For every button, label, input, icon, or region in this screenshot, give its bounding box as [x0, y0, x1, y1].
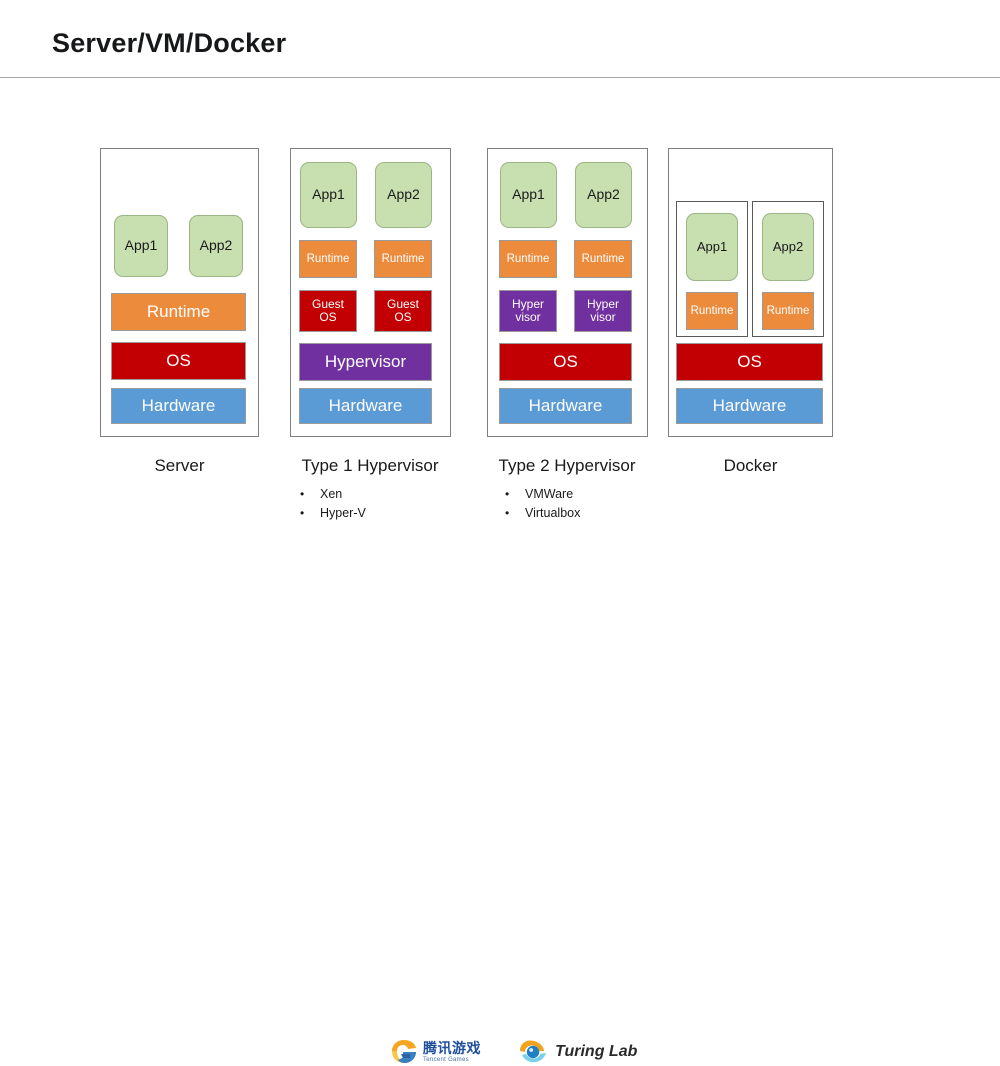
type2-hypervisor2-line1: Hyper	[586, 296, 619, 311]
server-app2-label: App2	[199, 237, 233, 254]
server-app2-block[interactable]: App2	[189, 215, 243, 277]
docker-hardware-label: Hardware	[712, 396, 787, 416]
list-item: • Xen	[300, 485, 366, 504]
server-os-label: OS	[166, 351, 191, 371]
tencent-penguin-icon	[392, 1040, 416, 1063]
type1-app2-label: App2	[387, 186, 420, 203]
type2-hypervisor1-line2: visor	[515, 310, 541, 324]
type1-hardware-label: Hardware	[328, 396, 403, 416]
type2-app2-label: App2	[587, 186, 620, 203]
type1-bullet-list: • Xen • Hyper-V	[300, 485, 366, 523]
list-item: • VMWare	[505, 485, 580, 504]
type2-os-block[interactable]: OS	[499, 343, 632, 381]
type1-guest-os1-line2: OS	[319, 310, 337, 324]
type1-guest-os2-line2: OS	[394, 310, 412, 324]
server-hardware-label: Hardware	[141, 396, 216, 416]
server-runtime-label: Runtime	[146, 302, 211, 322]
caption-server: Server	[154, 456, 205, 475]
tencent-name-en: Tencent Games	[423, 1056, 469, 1063]
footer-logos: 腾讯游戏 Tencent Games Turing Lab	[0, 518, 1000, 1063]
type2-hypervisor1-block[interactable]: Hyper visor	[499, 290, 557, 332]
server-app1-block[interactable]: App1	[114, 215, 168, 277]
server-app1-label: App1	[124, 237, 158, 254]
docker-os-label: OS	[737, 352, 762, 372]
type2-runtime2-label: Runtime	[581, 252, 625, 265]
header-divider	[0, 77, 1000, 78]
type2-os-label: OS	[553, 352, 578, 372]
type2-runtime2-block[interactable]: Runtime	[574, 240, 632, 278]
docker-app2-label: App2	[772, 238, 804, 254]
type1-hypervisor-block[interactable]: Hypervisor	[299, 343, 432, 381]
type2-runtime1-block[interactable]: Runtime	[499, 240, 557, 278]
type1-runtime2-block[interactable]: Runtime	[374, 240, 432, 278]
type1-runtime1-block[interactable]: Runtime	[299, 240, 357, 278]
turing-name: Turing Lab	[555, 1043, 638, 1060]
server-hardware-block[interactable]: Hardware	[111, 388, 246, 424]
type1-hypervisor-label: Hypervisor	[324, 352, 407, 372]
caption-type1-hypervisor: Type 1 Hypervisor	[301, 456, 439, 475]
type2-bullet-1: VMWare	[525, 487, 574, 501]
type1-guest-os1-block[interactable]: Guest OS	[299, 290, 357, 332]
docker-runtime2-block[interactable]: Runtime	[762, 292, 814, 330]
bullet-marker-icon: •	[505, 487, 510, 501]
type2-bullet-2: Virtualbox	[525, 506, 581, 520]
type2-app2-block[interactable]: App2	[575, 162, 632, 228]
type1-runtime2-label: Runtime	[381, 252, 425, 265]
type2-hardware-label: Hardware	[528, 396, 603, 416]
type1-bullet-2: Hyper-V	[320, 506, 366, 520]
turing-lab-logo: Turing Lab	[518, 1038, 637, 1066]
server-os-block[interactable]: OS	[111, 342, 246, 380]
type2-hypervisor1-line1: Hyper	[511, 296, 544, 311]
type2-hypervisor2-line2: visor	[590, 310, 616, 324]
type2-hypervisor2-block[interactable]: Hyper visor	[574, 290, 632, 332]
type2-runtime1-label: Runtime	[506, 252, 550, 265]
bullet-marker-icon: •	[300, 506, 305, 520]
list-item: • Hyper-V	[300, 504, 366, 523]
type1-hardware-block[interactable]: Hardware	[299, 388, 432, 424]
type2-bullet-list: • VMWare • Virtualbox	[505, 485, 580, 523]
turing-eye-icon	[520, 1040, 546, 1063]
type1-guest-os2-block[interactable]: Guest OS	[374, 290, 432, 332]
architecture-diagram: App1 App2 Runtime OS Hardware Server App…	[100, 148, 833, 523]
page-title: Server/VM/Docker	[52, 28, 287, 58]
docker-app1-block[interactable]: App1	[686, 213, 738, 281]
type1-guest-os2-line1: Guest	[386, 296, 419, 311]
type1-guest-os1-line1: Guest	[311, 296, 344, 311]
docker-os-block[interactable]: OS	[676, 343, 823, 381]
caption-type2-hypervisor: Type 2 Hypervisor	[498, 456, 636, 475]
list-item: • Virtualbox	[505, 504, 580, 523]
bullet-marker-icon: •	[505, 506, 510, 520]
type1-runtime1-label: Runtime	[306, 252, 350, 265]
docker-app1-label: App1	[696, 238, 728, 254]
tencent-games-logo: 腾讯游戏 Tencent Games	[388, 1038, 481, 1066]
docker-runtime1-label: Runtime	[690, 304, 734, 317]
server-runtime-block[interactable]: Runtime	[111, 293, 246, 331]
type1-app1-label: App1	[312, 186, 345, 203]
type2-hardware-block[interactable]: Hardware	[499, 388, 632, 424]
tencent-wordmark: 腾讯游戏 Tencent Games	[423, 1039, 481, 1064]
docker-runtime2-label: Runtime	[766, 304, 810, 317]
caption-docker: Docker	[723, 456, 778, 475]
docker-runtime1-block[interactable]: Runtime	[686, 292, 738, 330]
bullet-marker-icon: •	[300, 487, 305, 501]
tencent-name-cn: 腾讯游戏	[423, 1039, 481, 1056]
type2-app1-label: App1	[512, 186, 545, 203]
type1-app2-block[interactable]: App2	[375, 162, 432, 228]
type2-app1-block[interactable]: App1	[500, 162, 557, 228]
type1-bullet-1: Xen	[320, 487, 343, 501]
docker-app2-block[interactable]: App2	[762, 213, 814, 281]
type1-app1-block[interactable]: App1	[300, 162, 357, 228]
docker-hardware-block[interactable]: Hardware	[676, 388, 823, 424]
